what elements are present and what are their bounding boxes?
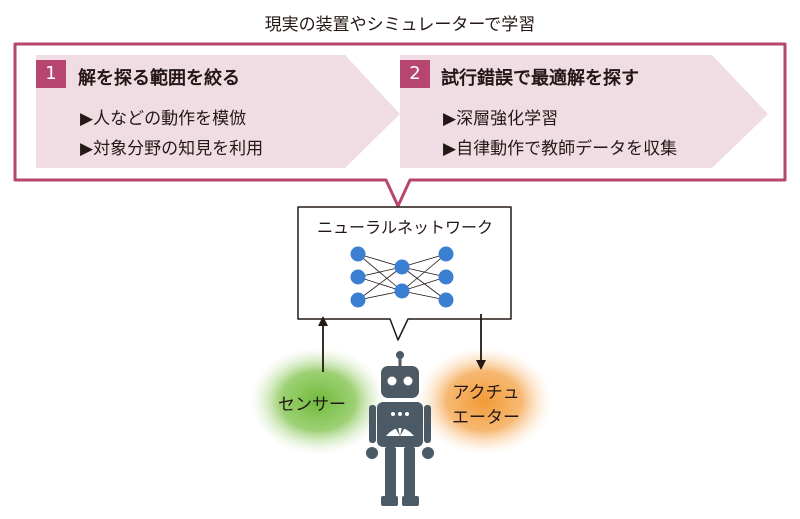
neural-network-label: ニューラルネットワーク — [316, 218, 493, 237]
step-1-heading: 解を探る範囲を絞る — [78, 68, 240, 89]
output-node — [438, 269, 454, 285]
step-2-badge — [400, 60, 430, 88]
network-connections — [357, 253, 447, 301]
robot-icon — [366, 351, 434, 506]
actuator-arrow — [476, 314, 486, 370]
input-node — [350, 292, 366, 308]
actuator-glow — [416, 347, 552, 455]
step-1-bullet: ▶人などの動作を模倣 — [80, 109, 247, 129]
actuator-label-line1: アクチュ — [452, 383, 520, 403]
diagram-title: 現実の装置やシミュレーターで学習 — [264, 15, 536, 35]
sensor-glow — [250, 347, 386, 455]
actuator-label-line2: エーター — [452, 408, 520, 428]
step-1-badge — [36, 60, 66, 88]
step-2-bullet: ▶自律動作で教師データを収集 — [443, 139, 678, 159]
input-node — [350, 269, 366, 285]
sensor-label: センサー — [278, 395, 346, 415]
step-1-number: 1 — [45, 63, 57, 84]
step-2-heading: 試行錯誤で最適解を探す — [441, 68, 639, 89]
hidden-node — [394, 283, 410, 299]
step-2-arrow — [400, 55, 768, 168]
step-2-number: 2 — [409, 63, 421, 84]
hidden-node — [394, 259, 410, 275]
output-node — [438, 246, 454, 262]
input-node — [350, 246, 366, 262]
output-node — [438, 292, 454, 308]
step-1-bullet: ▶対象分野の知見を利用 — [80, 139, 264, 159]
sensor-arrow — [318, 316, 328, 372]
step-2-bullet: ▶深層強化学習 — [443, 109, 559, 129]
step-1-arrow — [36, 55, 400, 168]
